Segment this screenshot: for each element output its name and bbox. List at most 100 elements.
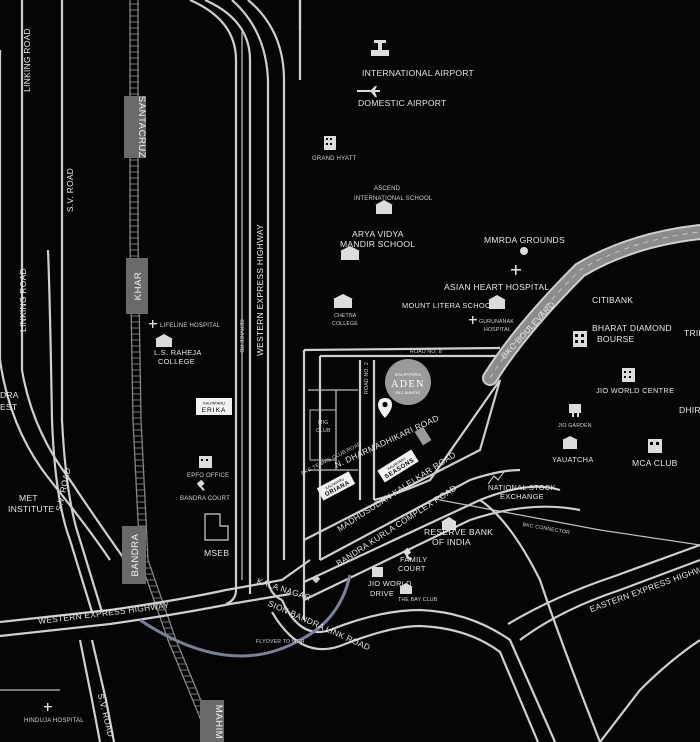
label-bay-club: THE BAY CLUB [398,597,438,603]
label-bharat-2: BOURSE [597,334,635,344]
court-gavel-icon-bandra [196,479,205,491]
label-rbi-1: RESERVE BANK [424,527,493,537]
aden-brand: KALPATARU [395,372,421,377]
label-chetna-1: CHETNA [334,313,357,319]
bkc-boulevard [482,224,700,386]
hospital-cross-icon-lifeline [149,320,157,328]
label-met-1: MET [19,493,38,503]
label-yauatcha: YAUATCHA [552,455,594,464]
label-arya-1: ARYA VIDYA [352,229,404,239]
label-dra-2: EST [0,402,18,412]
building-icon-grand-hyatt [324,136,336,150]
label-eastern-express: EASTERN EXPRESS HIGHWAY [588,560,700,614]
label-chetna-2: COLLEGE [332,321,358,327]
label-nse-2: EXCHANGE [500,492,544,501]
school-icon-mount-litera [488,295,506,309]
label-grand-hyatt: GRAND HYATT [312,156,356,162]
tree-icon-jio-garden [569,404,581,417]
project-erika[interactable]: KALPATARU ERIKA [196,398,232,415]
label-linking-road-mid: LINKING ROAD [18,268,28,332]
label-gurunanak-1: GURUNANAK [479,319,514,325]
building-icon-epfo [199,456,212,468]
label-arya-2: MANDIR SCHOOL [340,239,415,249]
label-rbi-2: OF INDIA [432,537,471,547]
restaurant-icon-yauatcha [562,436,578,449]
building-icon-bay-club [399,583,413,594]
label-mig-2: CLUB [316,428,331,434]
label-mmrda: MMRDA GROUNDS [484,235,565,245]
flyover-road [139,574,352,658]
label-mca-club: MCA CLUB [632,458,678,468]
building-outline-mseb [204,513,229,541]
project-aden[interactable]: KALPATARU ADEN BKC ANNEXE [385,359,431,405]
kala-nagar-marker [311,574,321,584]
building-icon-bharat [573,331,587,347]
label-citibank: CITIBANK [592,295,633,305]
station-santacruz-label: SANTACRUZ [136,96,147,158]
label-flyover: FLYOVER TO WEH [256,639,305,645]
label-lifeline: LIFELINE HOSPITAL [160,323,221,329]
erika-name: ERIKA [202,407,227,414]
exchange-icon-nse [487,471,505,485]
building-icon-jio-world-drive [372,567,383,577]
location-pin-icon[interactable] [378,398,392,418]
airport-tower-icon [371,40,389,56]
label-jio-world-centre: JIO WORLD CENTRE [596,386,674,395]
label-gurunanak-2: HOSPITAL [484,327,511,333]
label-dra-1: DRA [0,390,19,400]
label-hinduja: HINDUJA HOSPITAL [24,718,84,724]
court-gavel-icon-family [402,547,412,561]
label-asian-heart: ASIAN HEART HOSPITAL [444,282,549,292]
label-ascend-2: INTERNATIONAL SCHOOL [354,196,433,202]
label-western-express-bottom: WESTERN EXPRESS HIGHWAY [37,600,169,626]
hospital-cross-icon-hinduja [44,703,52,711]
building-icon-jio-world-centre [622,368,635,382]
label-ascend-1: ASCEND [374,186,401,192]
label-jio-garden: JIO GARDEN [558,423,592,429]
label-road-no-8: ROAD NO. 8 [410,349,442,355]
seasons-grey-marker [414,426,432,446]
label-raheja-1: L.S. RAHEJA [154,348,202,357]
school-icon-chetna [333,294,353,308]
station-mahim: MAHIM [200,700,224,742]
label-jio-drive-1: JIO WORLD [368,579,412,588]
project-oriana[interactable]: KALPATARU ORIANA [316,471,356,501]
hospital-cross-icon-gurunanak [469,316,477,324]
bank-icon-rbi [441,517,457,530]
label-epfo: EPFO OFFICE [187,473,229,479]
label-western-express-vertical: WESTERN EXPRESS HIGHWAY [255,224,265,356]
erika-brand: KALPATARU [203,402,225,406]
label-bandra-court: BANDRA COURT [180,496,230,502]
label-nse-1: NATIONAL STOCK [488,483,556,492]
label-family-court-1: FAMILY [400,555,428,564]
aden-name: ADEN [391,379,425,390]
label-jio-drive-2: DRIVE [370,589,394,598]
label-domestic-airport: DOMESTIC AIRPORT [358,98,447,108]
label-dhir: DHIR [679,405,700,415]
station-khar: KHAR [126,258,148,314]
label-family-court-2: COURT [398,564,426,573]
label-mseb: MSEB [204,548,229,558]
label-sv-road-top: S.V. ROAD [65,168,75,212]
hospital-cross-icon-asian-heart [511,265,521,275]
label-international-airport: INTERNATIONAL AIRPORT [362,68,475,78]
label-mig-1: MIG [318,420,328,426]
airplane-icon [357,86,380,97]
mmrda-icon [520,247,528,255]
station-bandra: BANDRA [122,526,146,584]
aden-sub: BKC ANNEXE [396,391,421,395]
label-bkc-connector: BKC CONNECTOR [522,522,570,536]
school-icon-raheja [155,334,173,347]
label-road-no-2: ROAD NO. 2 [364,362,370,394]
building-icon-mca [648,439,662,453]
label-mount-litera: MOUNT LITERA SCHOOL [402,301,495,310]
label-linking-road-top: LINKING ROAD [22,28,32,92]
label-met-2: INSTITUTE [8,504,54,514]
label-bharat-1: BHARAT DIAMOND [592,323,672,333]
school-icon-arya [340,246,360,260]
station-bandra-label: BANDRA [130,533,141,576]
label-raheja-2: COLLEGE [158,357,195,366]
